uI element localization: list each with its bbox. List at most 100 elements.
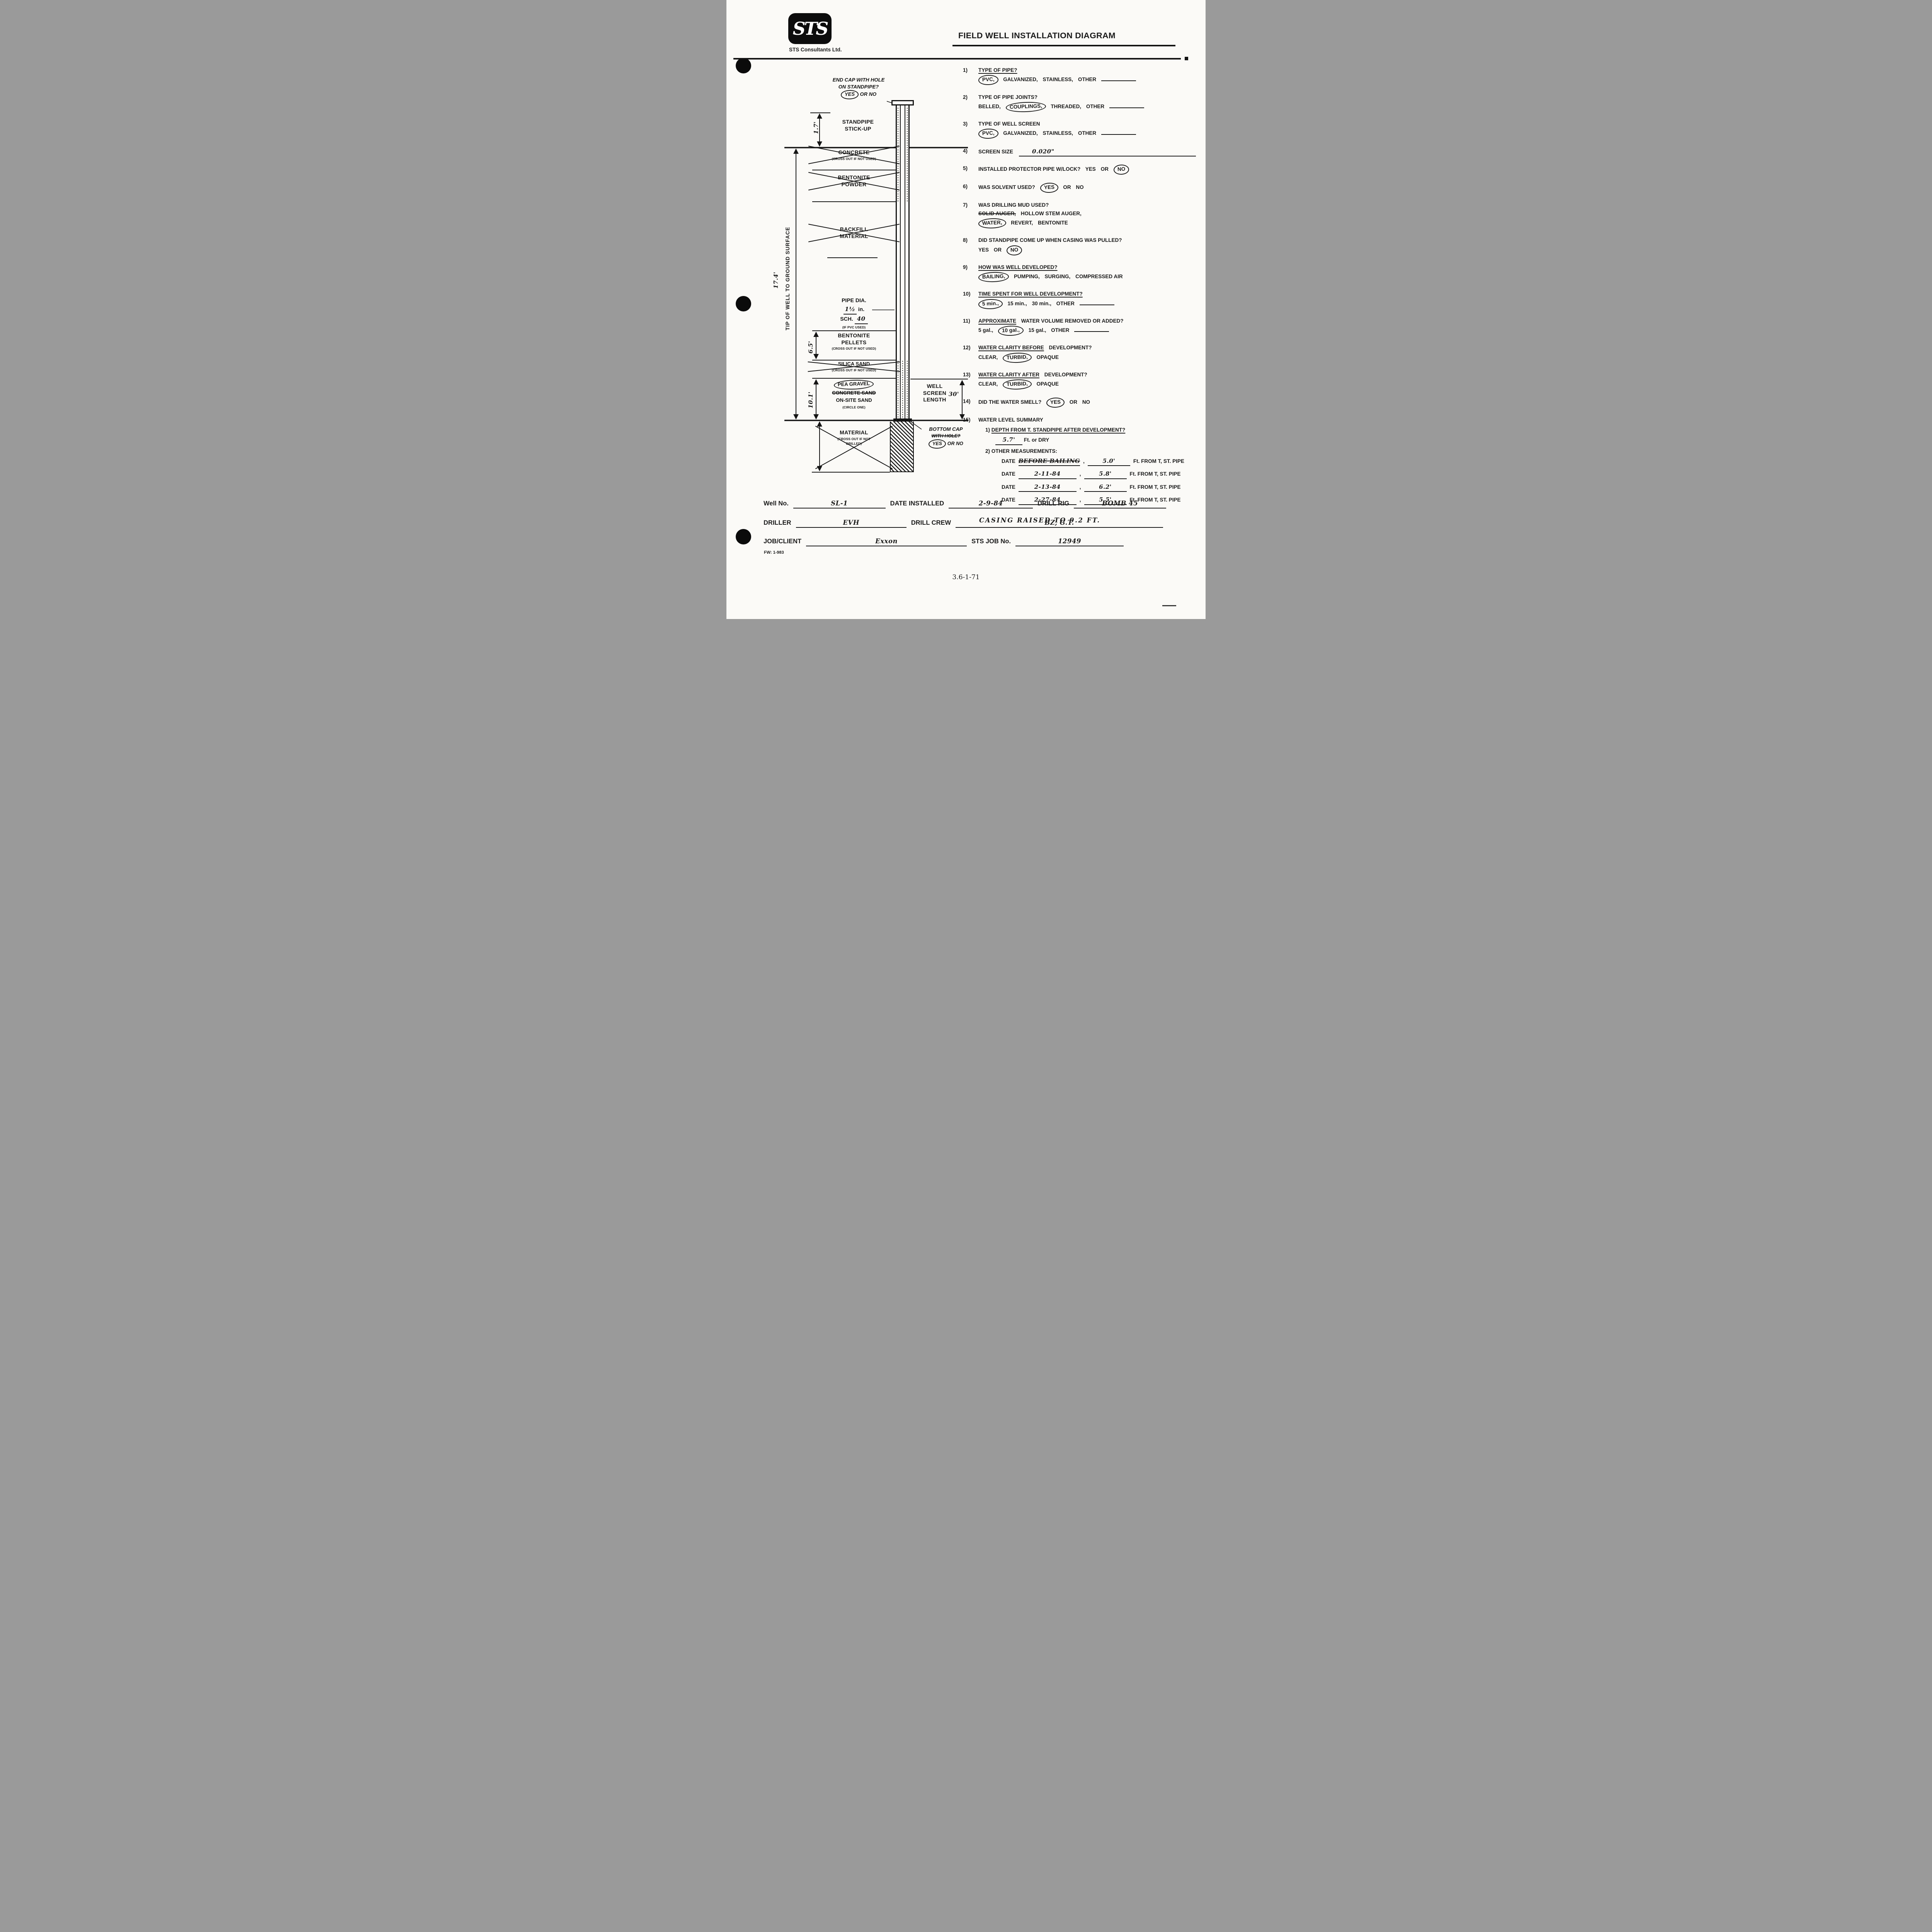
measurement-value: 5.0' bbox=[1102, 457, 1116, 464]
drill-rig-field: BOMB 45 bbox=[1074, 500, 1166, 509]
casing-raised-note: CASING RAISED TO 9.2 FT. bbox=[979, 516, 1100, 524]
option-label: STAINLESS, bbox=[1043, 130, 1073, 136]
title-underline bbox=[952, 45, 1175, 46]
rule-end-mark bbox=[1185, 57, 1188, 60]
questions-column: 1) TYPE OF PIPE? PVC, GALVANIZED, STAINL… bbox=[963, 66, 1199, 526]
driller-label: DRILLER bbox=[764, 519, 791, 526]
sub-title: DEPTH FROM T. STANDPIPE AFTER DEVELOPMEN… bbox=[991, 427, 1126, 433]
question-title: DEVELOPMENT? bbox=[1049, 345, 1092, 351]
measurement-row: DATE 2-13-84 , 6.2' Ft. FROM T, ST. PIPE bbox=[1002, 483, 1199, 492]
page-title: FIELD WELL INSTALLATION DIAGRAM bbox=[958, 31, 1116, 40]
question-number: 8) bbox=[963, 237, 968, 243]
sub-number: 1) bbox=[985, 427, 990, 433]
date-label: DATE bbox=[1002, 484, 1015, 490]
bottom-cap-text: BOTTOM CAP bbox=[929, 426, 963, 432]
option-label: OTHER bbox=[1086, 103, 1105, 109]
header-rule bbox=[733, 58, 1181, 60]
question-title: HOW WAS WELL DEVELOPED? bbox=[978, 264, 1058, 270]
question-number: 12) bbox=[963, 345, 971, 351]
question-3: 3) TYPE OF WELL SCREEN PVC, GALVANIZED, … bbox=[963, 120, 1199, 140]
option-label: YES bbox=[978, 247, 989, 253]
measurement-row: DATE 2-11-84 , 5.8' Ft. FROM T, ST. PIPE bbox=[1002, 469, 1199, 479]
company-name: STS Consultants Ltd. bbox=[789, 47, 842, 53]
form-code: FW: 1-983 bbox=[764, 550, 784, 555]
date-value: 2-27-84 bbox=[1034, 496, 1061, 503]
end-cap-or-no: OR NO bbox=[860, 91, 877, 97]
separator: , bbox=[1079, 497, 1081, 503]
question-title: APPROXIMATE bbox=[978, 318, 1017, 324]
blank-line bbox=[1074, 331, 1109, 332]
option-label: REVERT, bbox=[1011, 220, 1033, 226]
question-number: 2) bbox=[963, 94, 968, 100]
label-line: SILICA SAND bbox=[838, 361, 870, 367]
label-line: BENTONITE bbox=[838, 174, 870, 180]
pen-mark bbox=[1162, 605, 1176, 606]
question-4: 4) SCREEN SIZE 0.020" bbox=[963, 147, 1199, 158]
option-label: GALVANIZED, bbox=[1003, 130, 1038, 136]
question-number: 15) bbox=[963, 417, 971, 423]
well-no-field: SL-1 bbox=[793, 500, 886, 509]
option-label: PUMPING, bbox=[1014, 274, 1040, 279]
question-title: INSTALLED PROTECTOR PIPE W/LOCK? bbox=[978, 166, 1081, 172]
measurement-value: 5.5' bbox=[1099, 496, 1112, 503]
option-label: OTHER bbox=[1056, 300, 1075, 306]
measurement-row: DATE 2-27-84 , 5.5' Ft. FROM T, ST. PIPE bbox=[1002, 495, 1199, 505]
question-title: DID THE WATER SMELL? bbox=[978, 399, 1042, 405]
question-title: DID STANDPIPE COME UP WHEN CASING WAS PU… bbox=[978, 237, 1122, 243]
option-label: OTHER bbox=[1078, 77, 1097, 83]
driller-field: EVH bbox=[796, 519, 906, 528]
option-label: 15 min., bbox=[1007, 300, 1027, 306]
question-15: 15) WATER LEVEL SUMMARY 1) DEPTH FROM T.… bbox=[963, 416, 1199, 509]
question-number: 10) bbox=[963, 291, 971, 297]
drill-crew-field: BZ, G.T. bbox=[956, 519, 1163, 528]
silica-sand-label-crossed: SILICA SAND (CROSS OUT IF NOT USED) bbox=[812, 361, 896, 372]
unit-label: Ft. FROM T, ST. PIPE bbox=[1133, 458, 1184, 464]
standpipe-casing bbox=[896, 104, 910, 420]
question-2: 2) TYPE OF PIPE JOINTS? BELLED, COUPLING… bbox=[963, 94, 1199, 113]
option-struck: SOLID AUGER, bbox=[978, 210, 1016, 216]
question-14: 14) DID THE WATER SMELL? YES OR NO bbox=[963, 397, 1199, 408]
option-label: 5 gal., bbox=[978, 327, 993, 333]
question-7: 7) WAS DRILLING MUD USED? SOLID AUGER, H… bbox=[963, 201, 1199, 230]
option-label: NO bbox=[1076, 184, 1084, 190]
footer-row-2: DRILLER EVH DRILL CREW BZ, G.T. bbox=[764, 519, 1168, 528]
standpipe-stickup-label: STANDPIPE STICK-UP bbox=[830, 119, 886, 132]
on-site-sand-option: ON-SITE SAND bbox=[836, 397, 872, 403]
scanned-form-page: STS STS Consultants Ltd. FIELD WELL INST… bbox=[726, 0, 1206, 619]
label-line: CONCRETE bbox=[838, 149, 870, 155]
question-title: TYPE OF PIPE? bbox=[978, 67, 1017, 73]
label-line: MATERIAL bbox=[840, 233, 868, 239]
question-number: 3) bbox=[963, 121, 968, 127]
question-number: 9) bbox=[963, 264, 968, 270]
drill-rig-label: DRILL RIG bbox=[1037, 500, 1070, 507]
option-label: HOLLOW STEM AUGER, bbox=[1020, 210, 1082, 216]
bottom-cap-or-no: OR NO bbox=[947, 441, 963, 447]
label-note: (CIRCLE ONE) bbox=[842, 405, 866, 409]
option-label: BENTONITE bbox=[1038, 220, 1068, 226]
measurement-value: 6.2' bbox=[1099, 483, 1112, 490]
hole-punch bbox=[736, 58, 751, 73]
option-label: OR bbox=[1069, 399, 1078, 405]
option-label: GALVANIZED, bbox=[1003, 77, 1038, 83]
answer-circled: TURBID, bbox=[1002, 352, 1032, 364]
label-line: BACKFILL bbox=[840, 226, 868, 232]
drill-crew-label: DRILL CREW bbox=[911, 519, 951, 526]
question-11: 11) APPROXIMATE WATER VOLUME REMOVED OR … bbox=[963, 317, 1199, 337]
option-label: OR bbox=[1063, 184, 1071, 190]
bottom-cap-callout: BOTTOM CAP WITH HOLE? YES OR NO bbox=[917, 426, 975, 449]
job-client-value: Exxon bbox=[875, 537, 898, 545]
date-installed-field: 2-9-84 bbox=[949, 500, 1033, 509]
bentonite-pellets-label: BENTONITE PELLETS (CROSS OUT IF NOT USED… bbox=[812, 332, 896, 351]
well-no-label: Well No. bbox=[764, 500, 789, 507]
date-label: DATE bbox=[1002, 458, 1015, 464]
question-title: WATER CLARITY BEFORE bbox=[978, 345, 1044, 351]
option-label: COMPRESSED AIR bbox=[1075, 274, 1123, 279]
label-line: POWDER bbox=[841, 181, 867, 187]
well-installation-diagram: END CAP WITH HOLE ON STANDPIPE? YES OR N… bbox=[736, 64, 968, 491]
job-client-field: Exxon bbox=[806, 537, 967, 546]
well-screen-stipple bbox=[897, 360, 908, 420]
unit-label: Ft. FROM T, ST. PIPE bbox=[1129, 484, 1181, 490]
end-cap-answer-yes: YES bbox=[840, 90, 859, 100]
end-cap bbox=[891, 100, 914, 105]
concrete-sand-struck: CONCRETE SAND bbox=[832, 389, 876, 396]
